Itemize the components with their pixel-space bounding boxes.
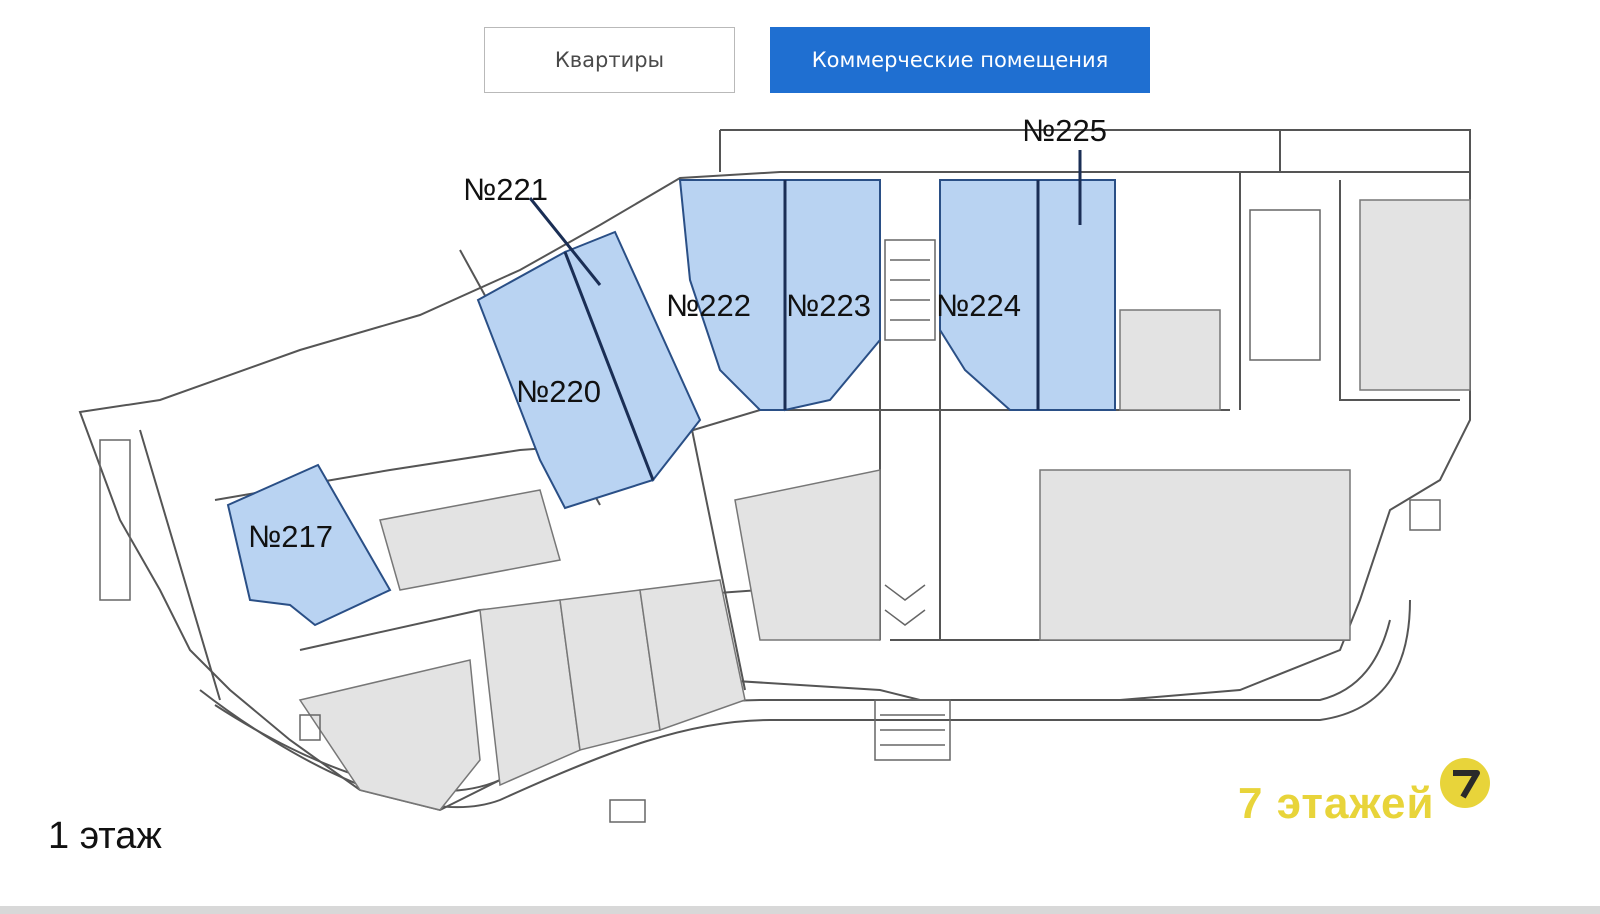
unit-label-223: №223 (786, 288, 871, 323)
brand-watermark: 7 этажей (1238, 757, 1491, 829)
unit-225-area[interactable] (1037, 179, 1116, 411)
stairs-details (99, 209, 1441, 823)
bottom-bar (0, 906, 1600, 914)
unit-label-221: №221 (463, 172, 548, 207)
unit-label-224: №224 (936, 288, 1021, 323)
tab-apartments[interactable]: Квартиры (484, 27, 735, 93)
tab-commercial[interactable]: Коммерческие помещения (770, 27, 1150, 93)
occupied-areas (298, 199, 1471, 811)
floor-label: 1 этаж (48, 815, 162, 857)
building-outline (78, 129, 1471, 812)
unit-217-area[interactable] (226, 463, 392, 627)
unit-220-area[interactable] (476, 250, 655, 510)
unit-label-217: №217 (248, 519, 333, 554)
unit-labels: №217 №220 №221 №222 №223 №224 №225 (248, 113, 1107, 554)
commercial-units (226, 179, 1116, 627)
brand-logo-icon (1439, 758, 1490, 808)
leader-lines (528, 150, 1082, 481)
unit-label-222: №222 (666, 288, 751, 323)
unit-label-220: №220 (516, 374, 601, 409)
unit-label-225: №225 (1022, 113, 1107, 148)
brand-text: 7 этажей (1238, 779, 1435, 828)
